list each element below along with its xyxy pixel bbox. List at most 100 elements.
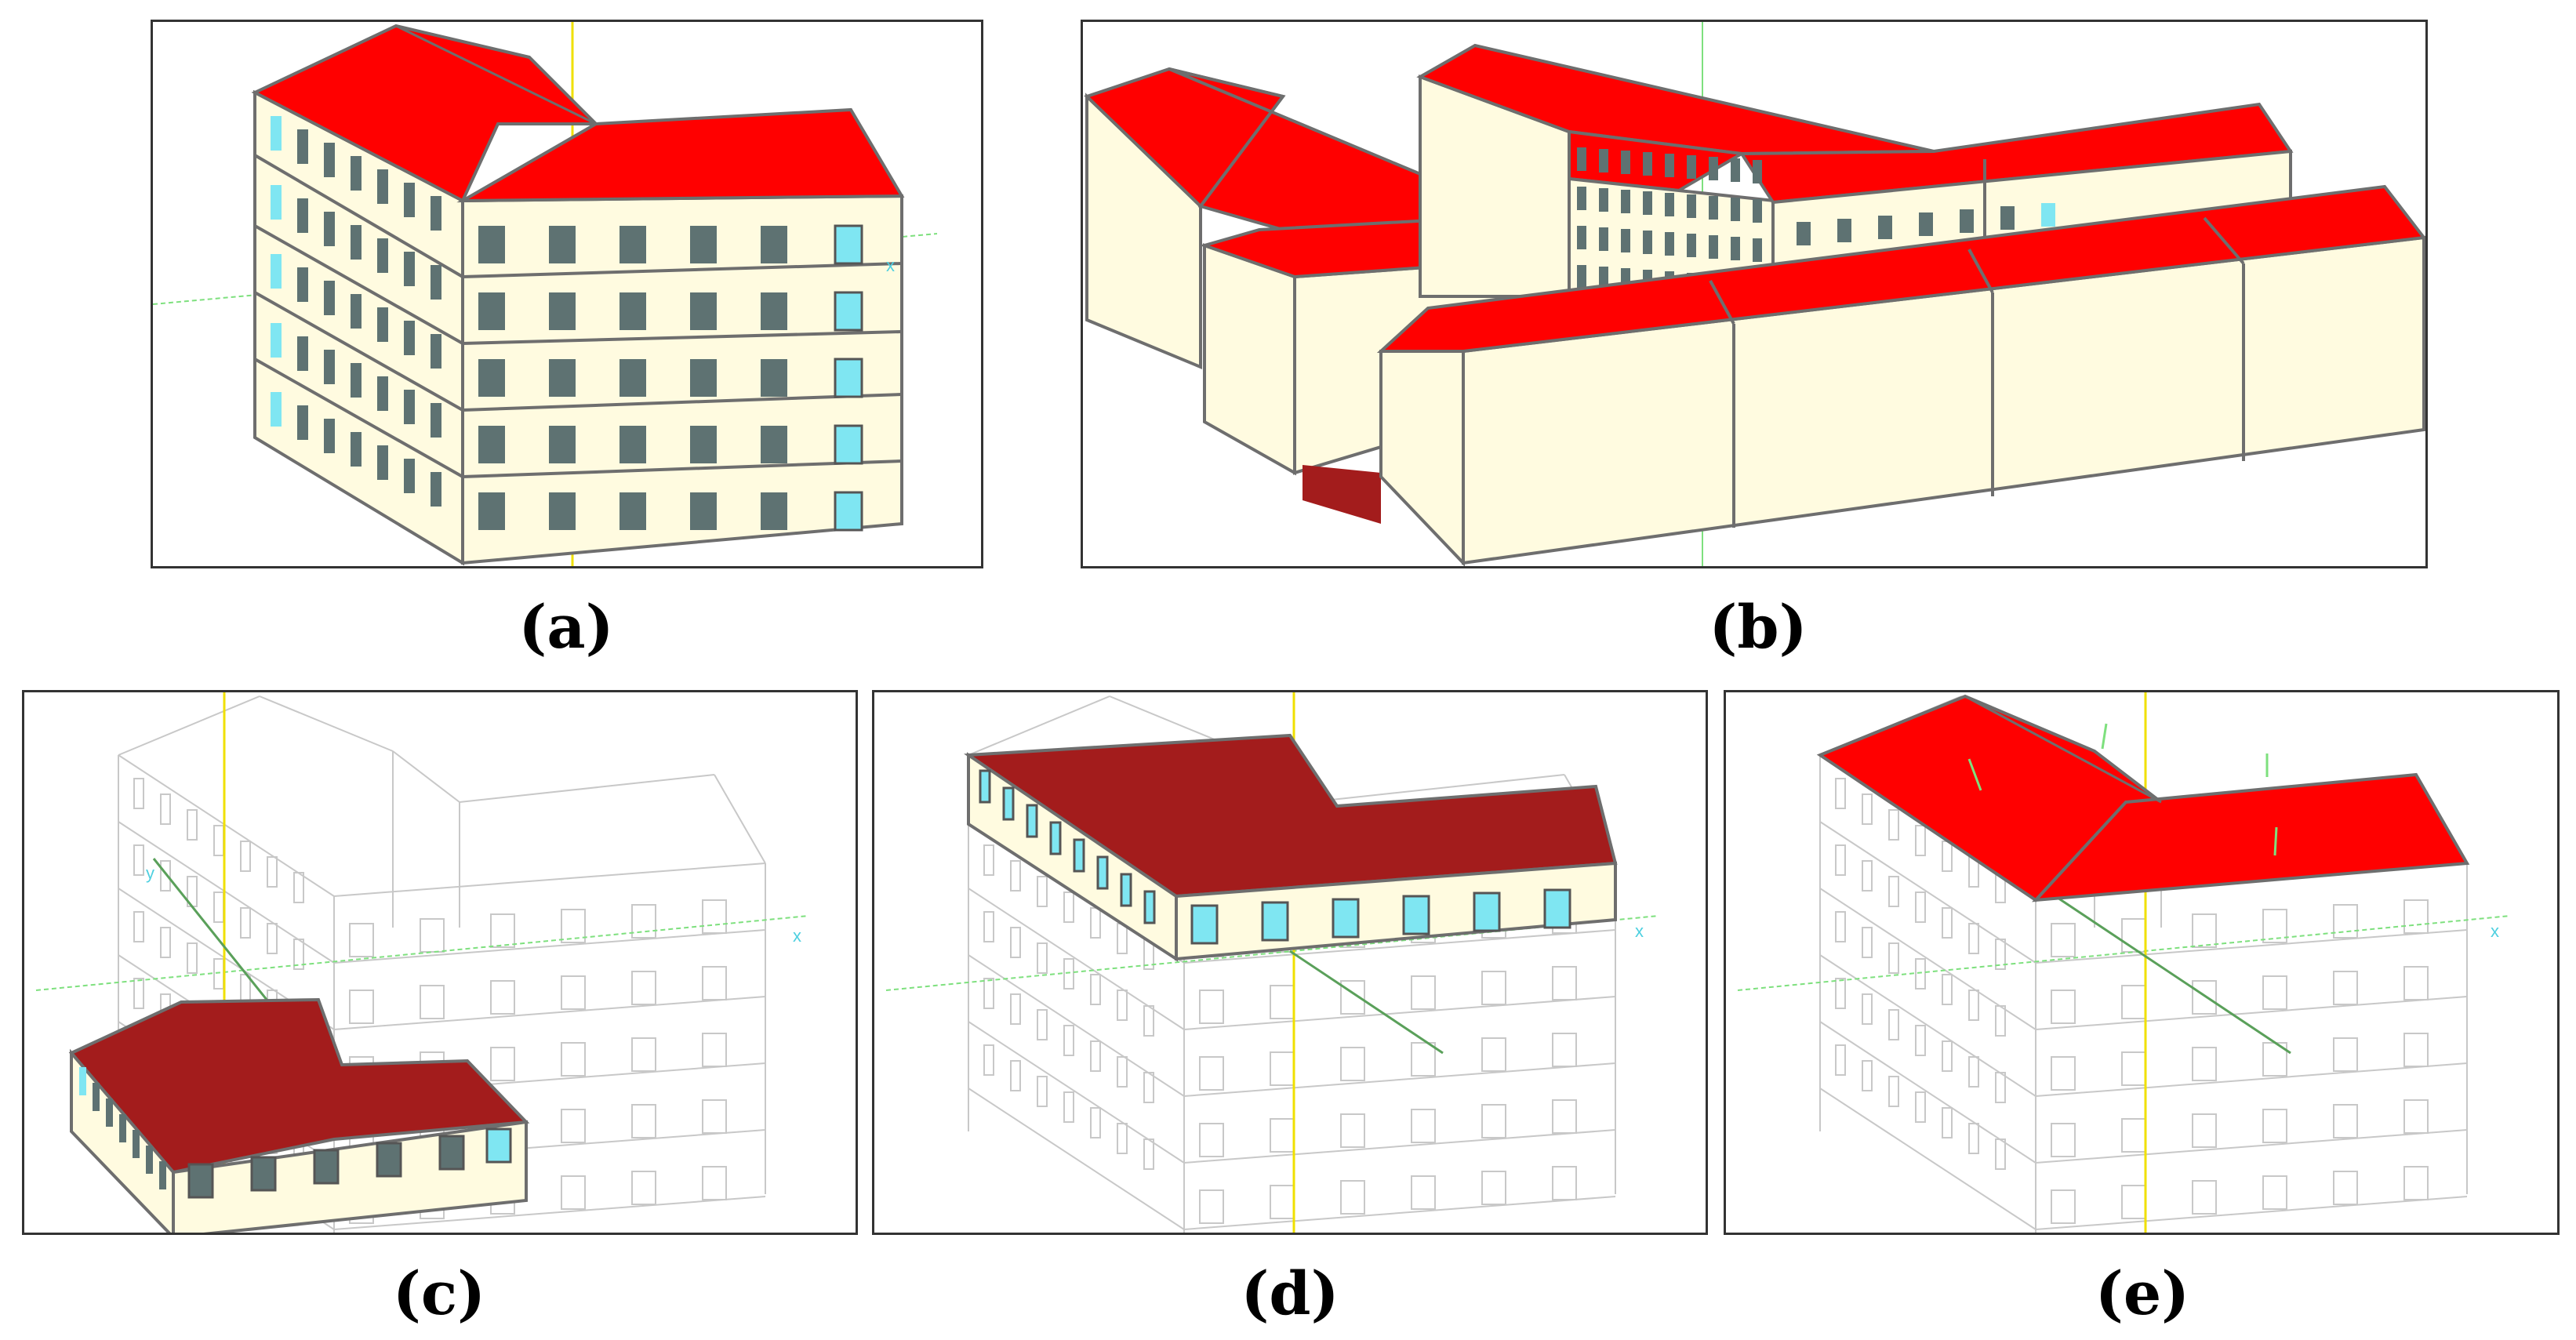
wireframe-edge (1183, 1062, 1616, 1097)
ground-floor-front-wall (172, 1120, 528, 1233)
wireframe-edge (333, 996, 766, 1030)
window (106, 1099, 113, 1127)
window (376, 1142, 402, 1178)
wireframe-edge (1183, 996, 1616, 1030)
window (377, 376, 388, 411)
wireframe-window (2192, 913, 2217, 948)
window (351, 294, 362, 329)
window (1599, 227, 1608, 251)
wireframe-window (2121, 1118, 2146, 1153)
window (1687, 194, 1696, 218)
window (1709, 235, 1718, 259)
window (979, 769, 991, 804)
window (478, 359, 505, 397)
wireframe-window (631, 1037, 656, 1072)
window (1687, 234, 1696, 257)
wireframe-window (2192, 1047, 2217, 1081)
wireframe-window (1010, 927, 1021, 958)
caption-c: (c) (392, 1258, 486, 1328)
wireframe-edge (1819, 954, 2036, 1097)
window (690, 359, 717, 397)
wireframe-window (1340, 1180, 1365, 1215)
wireframe-edge (2035, 929, 2468, 964)
window (478, 292, 505, 330)
wireframe-window (2262, 909, 2287, 943)
wireframe-window (1199, 990, 1224, 1024)
wireframe-window (2121, 918, 2146, 953)
wireframe-window (1037, 1009, 1048, 1040)
window (404, 252, 415, 286)
window (1026, 804, 1038, 838)
wireframe-window (2051, 923, 2076, 957)
window (1577, 226, 1586, 249)
window (478, 426, 505, 463)
wireframe-window (1915, 825, 1926, 856)
wireframe-window (1942, 1107, 1953, 1138)
wireframe-window (349, 923, 374, 957)
wireframe-window (2403, 966, 2429, 1000)
wireframe-window (1117, 1056, 1128, 1088)
window (1621, 151, 1630, 174)
y-axis-line (2055, 895, 2291, 1055)
wireframe-edge (2035, 1062, 2468, 1097)
window (1073, 838, 1085, 873)
wireframe-window (1063, 1025, 1074, 1056)
wireframe-window (1199, 1189, 1224, 1224)
wireframe-window (1037, 1076, 1048, 1107)
wireframe-window (1968, 1123, 1979, 1154)
wireframe-window (1888, 1009, 1899, 1040)
window (1709, 196, 1718, 220)
window (119, 1114, 126, 1142)
window (478, 226, 505, 263)
window (1753, 199, 1762, 223)
wireframe-edge (2035, 1196, 2468, 1230)
window (297, 198, 308, 233)
wireframe-window (561, 909, 586, 943)
wireframe-window (213, 825, 224, 856)
window (1731, 237, 1740, 260)
window (271, 323, 282, 358)
window (1402, 895, 1430, 935)
wireframe-window (187, 942, 198, 974)
wireframe-window (1835, 1044, 1846, 1076)
wireframe-window (133, 778, 144, 809)
window (1621, 229, 1630, 252)
window (1332, 898, 1360, 939)
wireframe-window (1090, 1040, 1101, 1072)
roof-front-plane (2032, 772, 2470, 902)
wireframe-window (1010, 1060, 1021, 1091)
caption-b: (b) (1709, 592, 1808, 662)
wireframe-window (2403, 899, 2429, 934)
window (1577, 265, 1586, 289)
wireframe-window (1862, 927, 1873, 958)
wireframe-window (2121, 1051, 2146, 1086)
wireframe-window (1340, 980, 1365, 1015)
wireframe-window (1915, 892, 1926, 923)
wireframe-window (1968, 923, 1979, 954)
window (549, 359, 576, 397)
window (485, 1128, 512, 1164)
wireframe-window (983, 978, 994, 1009)
wireframe-edge (1183, 929, 1616, 964)
window (313, 1149, 340, 1185)
wireframe-window (1995, 1005, 2006, 1037)
wireframe-window (160, 793, 171, 825)
window (1731, 158, 1740, 182)
window (297, 129, 308, 164)
window (297, 267, 308, 302)
wireframe-window (1117, 923, 1128, 954)
ground-floor-slab (68, 997, 530, 1175)
wireframe-window (133, 911, 144, 942)
y-axis-line (1289, 950, 1444, 1055)
wireframe-window (1862, 1060, 1873, 1091)
wireframe-window (983, 1044, 994, 1076)
window (834, 491, 863, 532)
middle-wing-gable-wall (1203, 243, 1296, 476)
window (2041, 203, 2055, 227)
window (834, 424, 863, 465)
window (1599, 149, 1608, 172)
wireframe-window (1995, 939, 2006, 970)
wireframe-window (1888, 876, 1899, 907)
wireframe-window (702, 1166, 727, 1200)
window (404, 390, 415, 424)
